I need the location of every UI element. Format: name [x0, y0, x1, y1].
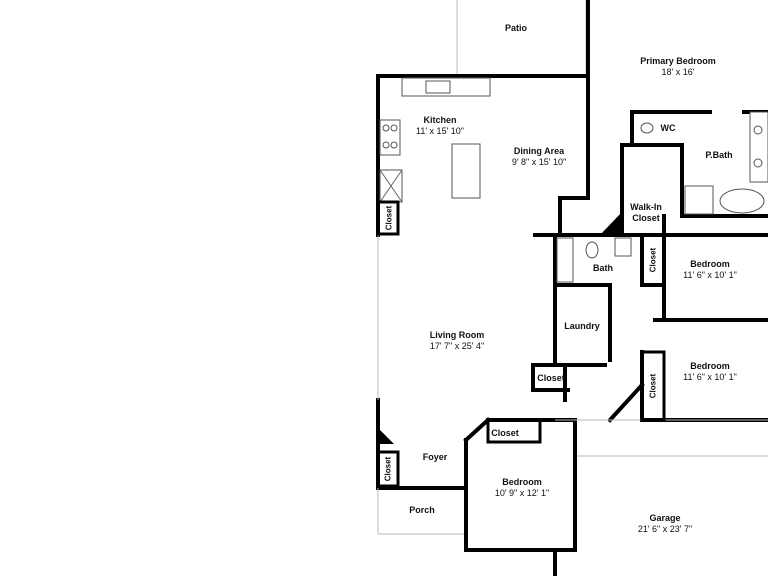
foyer-closet-label: Closet — [383, 456, 393, 482]
foyer-label: Foyer — [422, 452, 448, 462]
foyer-closet-walls — [376, 428, 400, 488]
bath-fixtures — [556, 237, 632, 283]
porch-label: Porch — [409, 505, 435, 515]
kitchen-label: Kitchen 11' x 15' 10" — [416, 115, 464, 136]
patio-label: Patio — [504, 23, 528, 33]
laundry-closet-label: Closet — [537, 373, 565, 383]
walkin-closet-label: Walk-In Closet — [630, 202, 662, 223]
bedroom2-label: Bedroom 11' 6" x 10' 1" — [683, 259, 737, 280]
wc-fixtures — [640, 122, 654, 134]
bedroom4-closet-walls — [486, 418, 542, 444]
kitchen-closet-label: Closet — [384, 205, 394, 231]
dining-walls — [558, 196, 622, 235]
pbath-label: P.Bath — [705, 150, 733, 160]
laundry-label: Laundry — [564, 321, 600, 331]
bedroom4-closet-label: Closet — [491, 428, 519, 438]
exterior-walls — [376, 0, 768, 576]
bedroom3-closet-label: Closet — [648, 373, 658, 399]
bath-label: Bath — [593, 263, 613, 273]
pbath-fixtures — [684, 111, 768, 215]
kitchen-closet-walls — [376, 200, 400, 236]
bedroom4-label: Bedroom 10' 9" x 12' 1" — [494, 477, 550, 498]
bedroom3-closet-walls — [640, 350, 666, 422]
kitchen-fixtures — [379, 77, 491, 203]
bedroom2-closet-label: Closet — [648, 247, 658, 273]
dining-label: Dining Area 9' 8" x 15' 10" — [511, 146, 567, 167]
garage-label: Garage 21' 6" x 23' 7" — [637, 513, 693, 534]
bedroom3-label: Bedroom 11' 6" x 10' 1" — [683, 361, 737, 382]
primary-bedroom-label: Primary Bedroom 18' x 16' — [640, 56, 716, 77]
living-room-label: Living Room 17' 7" x 25' 4" — [429, 330, 485, 351]
wc-label: WC — [660, 123, 676, 133]
patio-outline — [456, 0, 587, 76]
